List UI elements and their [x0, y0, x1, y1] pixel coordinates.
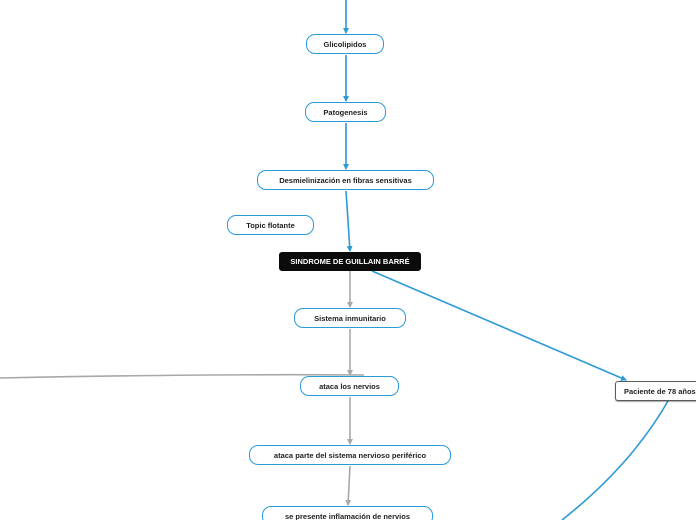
- connector-desmielinizacion-to-sindrome: [345, 190, 353, 252]
- node-ataca-los-nervios[interactable]: ataca los nervios: [300, 376, 399, 396]
- connector-ataca-nervios-to-left: [0, 373, 365, 379]
- node-sindrome-guillain-barre[interactable]: SINDROME DE GUILLAIN BARRÉ: [279, 252, 421, 271]
- node-inflamacion-nervios[interactable]: se presente inflamación de nervios: [262, 506, 433, 520]
- connector-sindrome-to-paciente: [371, 270, 627, 381]
- node-desmielinizacion[interactable]: Desmielinización en fibras sensitivas: [257, 170, 434, 190]
- node-patogenesis[interactable]: Patogenesis: [305, 102, 386, 122]
- node-glicolipidos[interactable]: Glicolipidos: [306, 34, 384, 54]
- node-ataca-parte-sistema-nervioso[interactable]: ataca parte del sistema nervioso perifér…: [249, 445, 451, 465]
- connector-ataca-parte-to-inflamacion: [345, 465, 352, 506]
- node-sistema-inmunitario[interactable]: Sistema inmunitario: [294, 308, 406, 328]
- node-topic-flotante[interactable]: Topic flotante: [227, 215, 314, 235]
- connector-paciente-to-below: [561, 400, 669, 520]
- node-paciente-78[interactable]: Paciente de 78 años: [615, 381, 696, 401]
